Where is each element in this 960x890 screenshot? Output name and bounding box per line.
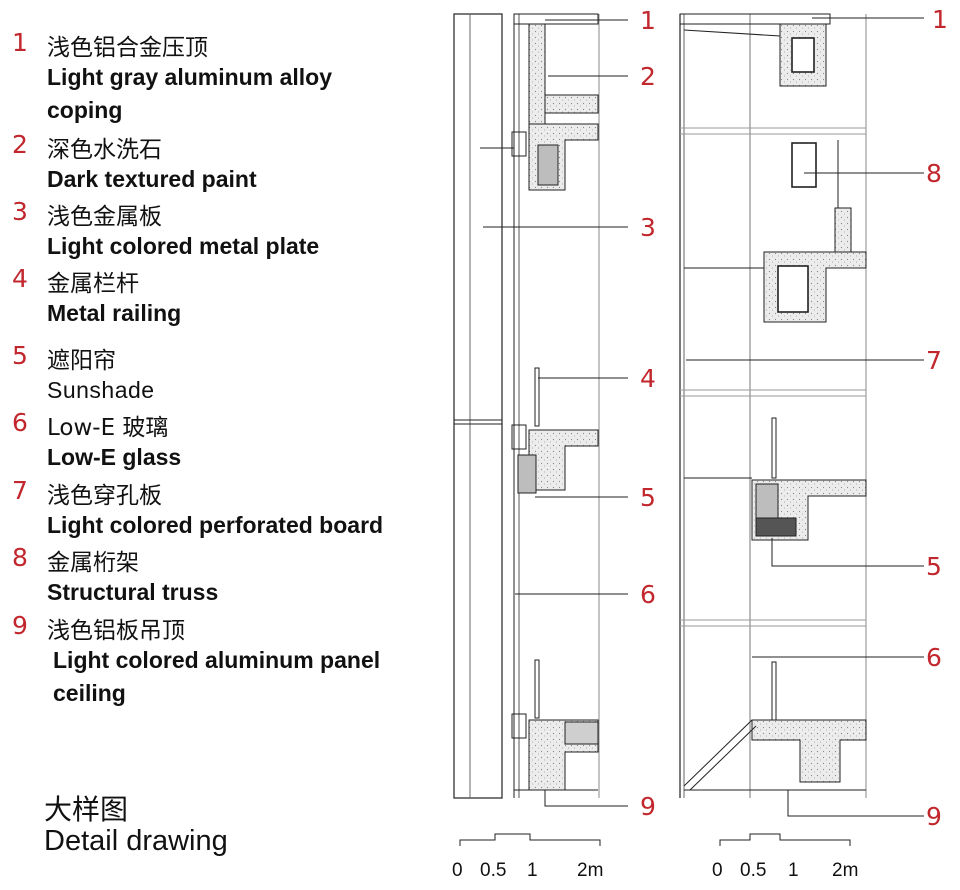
legend-label-cn: Low-E 玻璃 (47, 415, 169, 441)
slab-right-3 (751, 719, 867, 783)
legend-label-en: Light gray aluminum alloy coping (47, 64, 332, 123)
railing-post (534, 659, 540, 719)
beam-1 (537, 144, 559, 186)
legend-number: 7 (12, 476, 28, 505)
roof-layer (544, 94, 599, 114)
callout-2: 2 (640, 62, 656, 91)
ceiling-fill (564, 721, 599, 745)
legend-label-cn: 金属栏杆 (47, 271, 139, 297)
steel-tube-2 (777, 265, 809, 313)
scale-label-0-5: 0.5 (480, 860, 506, 881)
metal-plate-panel (453, 13, 503, 799)
parapet-wall (528, 23, 546, 125)
legend-label-en: Low-E glass (47, 444, 182, 470)
legend-number: 3 (12, 197, 28, 226)
callout-8: 8 (926, 159, 942, 188)
legend-label-cn: 浅色穿孔板 (47, 483, 162, 509)
bracket-3 (511, 713, 527, 739)
left-leaders (483, 19, 628, 807)
bracket-arm (683, 29, 781, 37)
caption-cn: 大样图 (44, 793, 129, 826)
left-callouts: 1 2 3 4 5 6 9 (640, 6, 656, 821)
steel-tube (791, 37, 815, 73)
right-callouts: 1 8 7 5 6 9 (926, 5, 948, 831)
scale-label-1: 1 (788, 860, 799, 881)
legend-label-en: Metal railing (47, 300, 182, 326)
callout-1: 1 (932, 5, 948, 34)
callout-7: 7 (926, 346, 942, 375)
callout-6: 6 (926, 643, 942, 672)
legend-number: 6 (12, 408, 28, 437)
coping (513, 13, 599, 25)
scale-bar-right: 0 0.5 1 2m (712, 833, 858, 881)
legend-number: 9 (12, 611, 28, 640)
callout-5: 5 (640, 483, 656, 512)
legend-label-cn: 浅色金属板 (47, 204, 162, 230)
scale-label-0-5: 0.5 (740, 860, 766, 881)
scale-label-2m: 2m (832, 860, 858, 881)
callout-9: 9 (926, 802, 942, 831)
railing-post (771, 417, 777, 479)
legend-label-en: Light colored aluminum panel ceiling (53, 647, 381, 706)
sunshade-box (517, 454, 537, 494)
legend-label-en: Dark textured paint (47, 166, 257, 192)
scale-label-0: 0 (712, 860, 723, 881)
left-section (453, 13, 600, 799)
railing-post (534, 367, 540, 427)
coping (679, 13, 831, 25)
sunshade-box-right (755, 483, 779, 519)
callout-9: 9 (640, 792, 656, 821)
callout-6: 6 (640, 580, 656, 609)
legend-label-cn: 遮阳帘 (47, 348, 116, 374)
diagonal-strut (683, 719, 753, 787)
diagonal-strut (689, 725, 757, 791)
scale-label-2m: 2m (577, 860, 603, 881)
slab-2 (528, 429, 599, 491)
right-leaders (686, 17, 924, 817)
legend-label-en: Light colored perforated board (47, 512, 384, 538)
callout-3: 3 (640, 213, 656, 242)
legend-number: 5 (12, 341, 28, 370)
bracket-1 (511, 131, 527, 157)
right-section (679, 13, 867, 798)
legend-number: 1 (12, 28, 28, 57)
legend-label-en: Structural truss (47, 579, 219, 605)
upturn (834, 207, 852, 253)
truss-member (791, 142, 817, 188)
caption-en: Detail drawing (44, 825, 228, 857)
callout-1: 1 (640, 6, 656, 35)
bracket-2 (511, 424, 527, 450)
legend-number: 8 (12, 543, 28, 572)
legend-label-cn: 深色水洗石 (47, 137, 162, 163)
legend-number: 4 (12, 264, 28, 293)
legend-label-cn: 浅色铝合金压顶 (47, 35, 208, 61)
scale-label-1: 1 (527, 860, 538, 881)
railing-post (771, 661, 777, 721)
legend-number: 2 (12, 130, 28, 159)
legend-label-en: Light colored metal plate (47, 233, 320, 259)
scale-label-0: 0 (452, 860, 463, 881)
sunshade-roll (755, 517, 797, 537)
callout-5: 5 (926, 552, 942, 581)
legend-label-cn: 金属桁架 (47, 550, 139, 576)
callout-4: 4 (640, 364, 656, 393)
legend-label-cn: 浅色铝板吊顶 (47, 618, 185, 644)
legend-label-en: Sunshade (47, 377, 155, 403)
scale-bar-left: 0 0.5 1 2m (452, 833, 603, 881)
